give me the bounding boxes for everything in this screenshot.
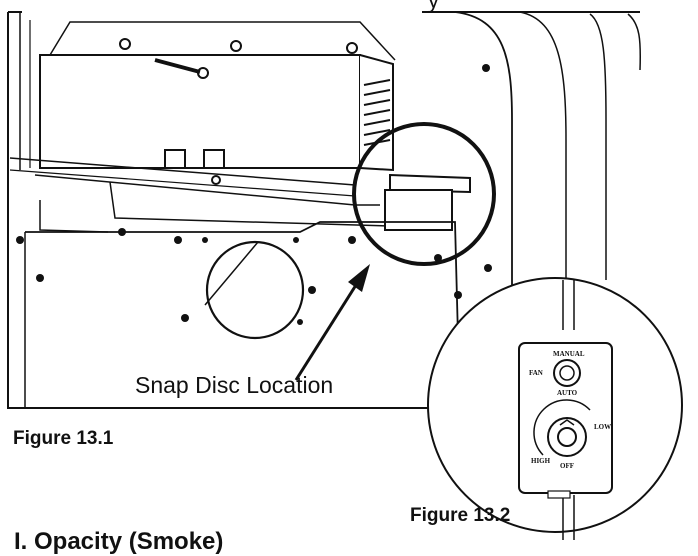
label-fan: FAN xyxy=(529,369,543,377)
figure-13-1-caption: Figure 13.1 xyxy=(13,428,114,449)
label-manual: MANUAL xyxy=(553,350,585,358)
callout-arrow xyxy=(294,264,370,381)
fan-manual-auto-switch xyxy=(553,359,581,387)
speed-knob xyxy=(547,417,587,457)
appliance-illustration xyxy=(7,11,683,540)
label-off: OFF xyxy=(560,462,574,470)
top-text-fragment: y xyxy=(428,0,439,13)
snap-disc-highlight xyxy=(352,122,496,266)
figure-13-2 xyxy=(427,277,683,540)
figure-13-1 xyxy=(7,11,642,409)
snap-disc-location-label: Snap Disc Location xyxy=(135,372,334,398)
label-low: LOW xyxy=(594,423,612,431)
figure-13-2-caption: Figure 13.2 xyxy=(410,505,511,526)
label-high: HIGH xyxy=(531,457,551,465)
section-heading: I. Opacity (Smoke) xyxy=(14,528,224,555)
label-auto: AUTO xyxy=(557,389,578,397)
manual-page: MANUAL FAN AUTO LOW HIGH OFF y Snap Disc… xyxy=(7,0,683,555)
